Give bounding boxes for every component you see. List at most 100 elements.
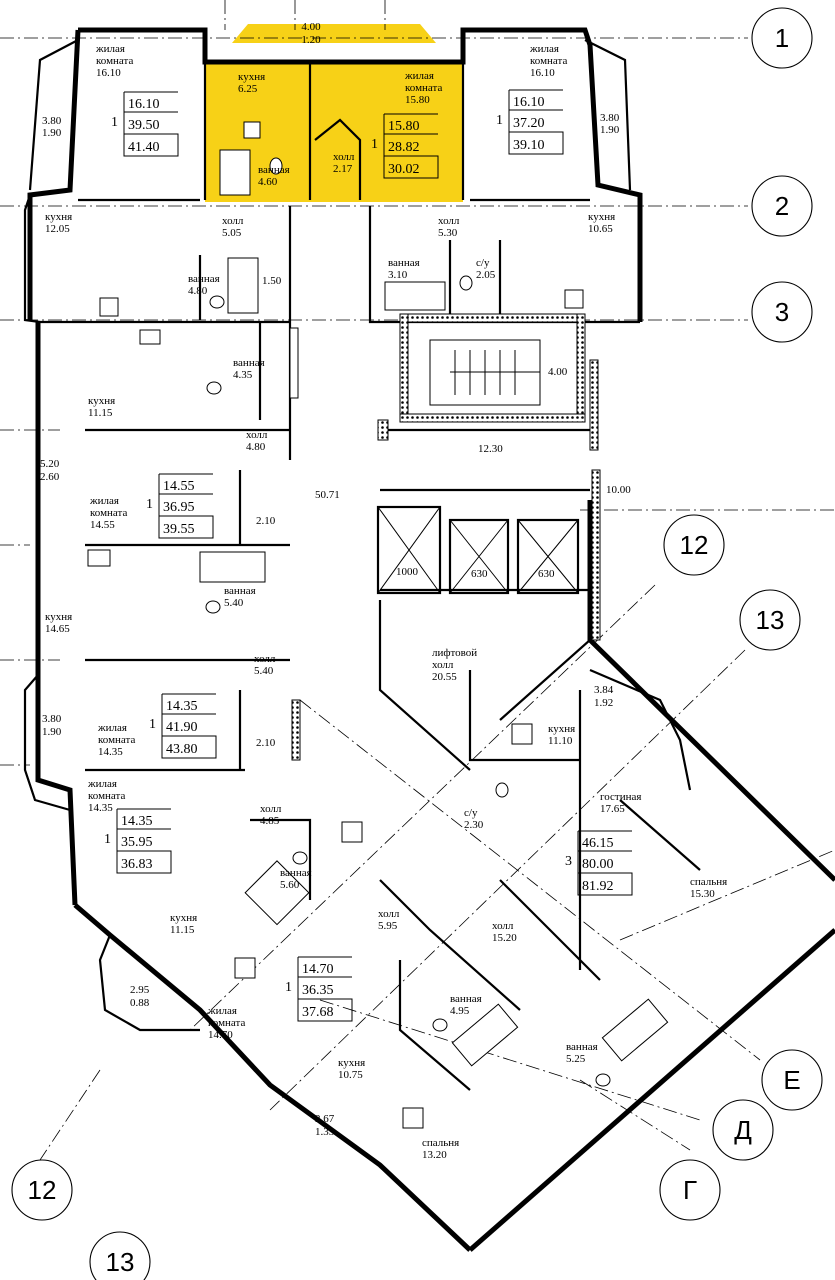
dimension-number: 2.10 [256,737,276,749]
dimension-number: 3.80 [600,112,620,124]
axis-label: 13 [106,1247,135,1277]
apartment-info-boxes: 1 16.10 39.50 41.40 1 15.80 28.82 30.02 … [104,89,633,1022]
dimension-number: 1.92 [594,697,613,709]
dimension-number: 630 [538,568,555,580]
axis-label: Е [783,1065,800,1095]
apartment-box: 1 14.35 35.95 36.83 [104,808,172,874]
apartment-box: 1 14.55 36.95 39.55 [146,473,214,539]
apartment-rooms: 1 [149,717,156,732]
dimension-number: 3.80 [42,713,62,725]
apartment-living-area: 46.15 [582,836,614,851]
apartment-total-with-balcony: 43.80 [166,742,198,757]
bathroom-fixtures [199,149,669,1087]
apartment-total-area: 41.90 [166,720,198,735]
apartment-rooms: 1 [146,497,153,512]
apartment-total-with-balcony: 37.68 [302,1005,334,1020]
apartment-box: 1 14.70 36.35 37.68 [285,956,353,1022]
apartment-living-area: 16.10 [128,97,160,112]
kitchen-stoves [87,121,584,1129]
apartment-living-area: 14.35 [166,699,198,714]
dimension-number: 2.10 [256,515,276,527]
apartment-rooms: 1 [285,980,292,995]
apartment-living-area: 14.55 [163,479,195,494]
apartment-total-area: 37.20 [513,116,545,131]
axis-bubbles: 1 2 3 12 13 Е Д Г 12 13 [11,7,823,1280]
dimension-number: 3.84 [594,684,614,696]
dimension-number: 3.80 [42,115,62,127]
apartment-total-area: 80.00 [582,857,614,872]
dimension-number: 50.71 [315,489,340,501]
axis-label: 1 [775,23,789,53]
apartment-total-area: 28.82 [388,140,420,155]
axis-label: 2 [775,191,789,221]
apartment-total-with-balcony: 39.55 [163,522,195,537]
axis-label: Г [683,1175,697,1205]
dimension-number: 2.95 [130,984,150,996]
dimension-numbers: 4.00 1.20 3.80 1.90 3.80 1.90 1.50 4.00 … [40,21,631,1138]
apartment-rooms: 1 [104,832,111,847]
highlighted-balcony [232,24,436,43]
dimension-number: 0.88 [130,997,150,1009]
apartment-total-with-balcony: 41.40 [128,140,160,155]
apartment-total-with-balcony: 30.02 [388,162,420,177]
dimension-number: 1000 [396,566,419,578]
dimension-number: 1.50 [262,275,282,287]
dimension-number: 4.00 [548,366,568,378]
apartment-total-area: 36.95 [163,500,195,515]
apartment-total-with-balcony: 81.92 [582,879,614,894]
apartment-rooms: 1 [111,115,118,130]
dimension-number: 1.20 [301,34,321,46]
apartment-rooms: 1 [371,137,378,152]
axis-label: 12 [680,530,709,560]
dimension-number: 2.60 [40,471,60,483]
apartment-living-area: 15.80 [388,119,420,134]
apartment-total-area: 36.35 [302,983,334,998]
elevators [376,505,580,595]
apartment-box: 1 16.10 37.20 39.10 [496,89,564,155]
dimension-number: 5.20 [40,458,60,470]
stair-core [291,313,601,761]
apartment-total-with-balcony: 36.83 [121,857,153,872]
apartment-box: 3 46.15 80.00 81.92 [565,830,633,896]
dimension-number: 1.90 [600,124,620,136]
apartment-box: 1 14.35 41.90 43.80 [149,693,217,759]
dimension-number: 1.33 [315,1126,335,1138]
dimension-number: 630 [471,568,488,580]
apartment-total-area: 39.50 [128,118,160,133]
axis-label: 12 [28,1175,57,1205]
apartment-rooms: 1 [496,113,503,128]
dimension-number: 12.30 [478,443,503,455]
apartment-rooms: 3 [565,854,572,869]
dimension-number: 10.00 [606,484,631,496]
